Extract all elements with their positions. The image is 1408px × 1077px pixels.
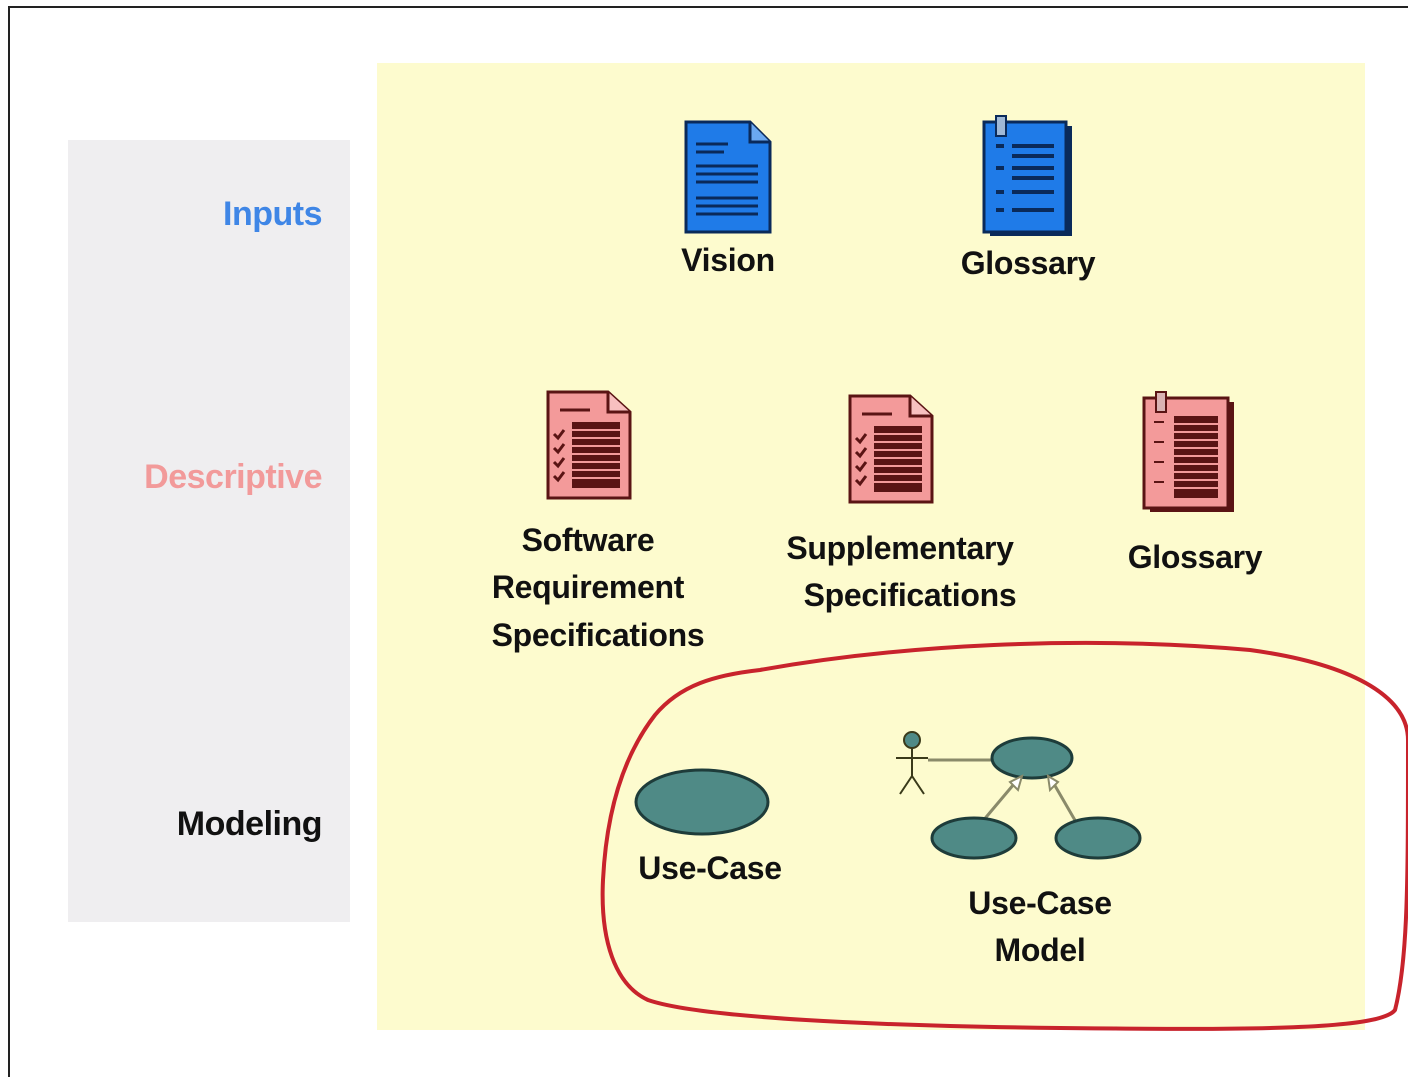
label-srs-line1: Software [521,522,655,558]
label-vision: Vision [681,242,775,278]
category-panel [68,140,350,922]
label-use-case-model-line1: Use-Case [968,885,1112,921]
category-descriptive: Descriptive [144,458,322,496]
label-glossary-descriptive: Glossary [1127,539,1263,575]
label-srs-line2: Requirement [491,569,685,605]
document-icon [684,120,772,234]
category-inputs: Inputs [223,195,322,233]
checklist-document-icon [848,394,934,504]
bound-document-icon [1142,391,1234,512]
bound-document-icon [982,115,1072,236]
outer-frame [8,6,1408,1077]
label-supp-line1: Supplementary [786,530,1014,566]
ellipse-icon [634,768,770,836]
checklist-document-icon [546,390,632,500]
artifact-panel [377,63,1365,1030]
label-use-case: Use-Case [638,850,782,886]
label-srs-line3: Specifications [491,617,705,653]
use-case-diagram-icon [896,731,1142,860]
label-use-case-model-line2: Model [994,932,1086,968]
label-supp-line2: Specifications [803,577,1017,613]
label-glossary-input: Glossary [960,245,1096,281]
category-modeling: Modeling [176,805,323,843]
